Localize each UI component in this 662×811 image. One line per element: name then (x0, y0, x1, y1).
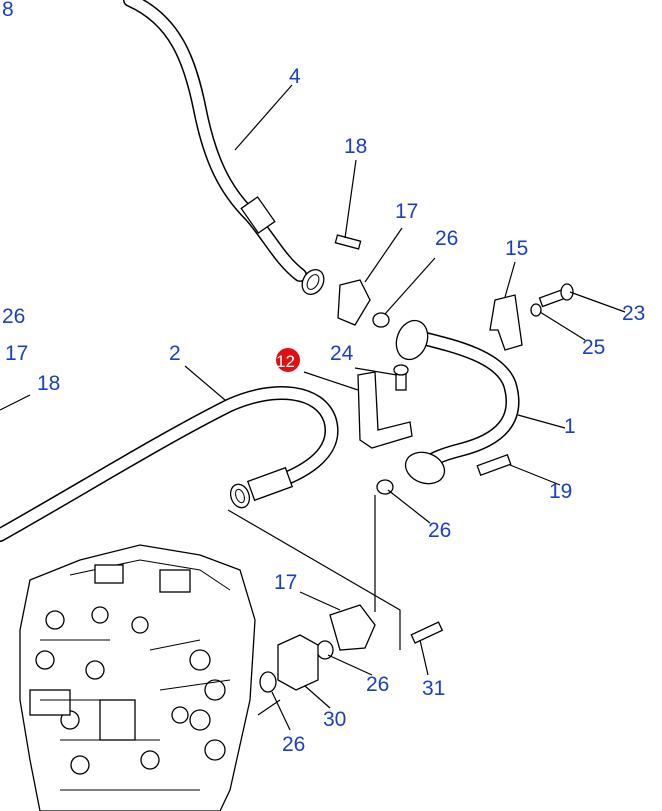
bolt-19[interactable] (476, 453, 512, 477)
callout-17-low: 17 (274, 571, 297, 594)
callout-25: 25 (582, 336, 605, 359)
callout-26-left: 26 (2, 305, 25, 328)
callout-24: 24 (330, 342, 354, 365)
callout-18: 18 (344, 135, 367, 158)
tube-1[interactable] (391, 316, 520, 489)
split-flange-17-lower[interactable] (329, 604, 376, 651)
block-30[interactable] (277, 634, 319, 691)
hose-2[interactable] (0, 386, 339, 542)
callout-8: 8 (2, 0, 14, 21)
hose-4[interactable] (123, 0, 328, 298)
callout-18-left: 18 (37, 372, 60, 395)
callout-2: 2 (169, 342, 181, 365)
bolt-23[interactable] (538, 283, 574, 308)
callout-12: 12 (276, 352, 295, 371)
callout-26-bottom: 26 (282, 733, 305, 756)
callout-26-mid: 26 (428, 519, 451, 542)
callout-17-left: 17 (5, 342, 28, 365)
bracket-15[interactable] (489, 294, 523, 351)
bolt-24[interactable] (393, 364, 409, 391)
callout-15: 15 (505, 237, 528, 260)
callout-26-low: 26 (366, 673, 389, 696)
callout-19: 19 (549, 480, 572, 503)
bracket-12[interactable] (357, 371, 413, 449)
callout-4: 4 (289, 65, 301, 88)
leader-lines (0, 84, 626, 731)
callout-31: 31 (422, 677, 445, 700)
bolt-31[interactable] (410, 621, 444, 644)
callout-30: 30 (323, 708, 346, 731)
washer-25[interactable] (530, 303, 542, 317)
callout-17: 17 (395, 200, 418, 223)
split-flange-17-upper[interactable] (337, 279, 371, 326)
callout-26: 26 (435, 227, 458, 250)
callout-labels: 8 4 18 17 26 15 23 25 26 17 18 2 12 24 1… (2, 0, 645, 756)
o-ring-26-bottom[interactable] (259, 671, 277, 693)
callout-1: 1 (564, 415, 576, 438)
callout-23: 23 (622, 302, 645, 325)
o-ring-26-upper[interactable] (372, 312, 390, 328)
bolt-18[interactable] (334, 234, 362, 250)
control-valve[interactable] (19, 544, 256, 811)
marker-12 (276, 348, 300, 372)
